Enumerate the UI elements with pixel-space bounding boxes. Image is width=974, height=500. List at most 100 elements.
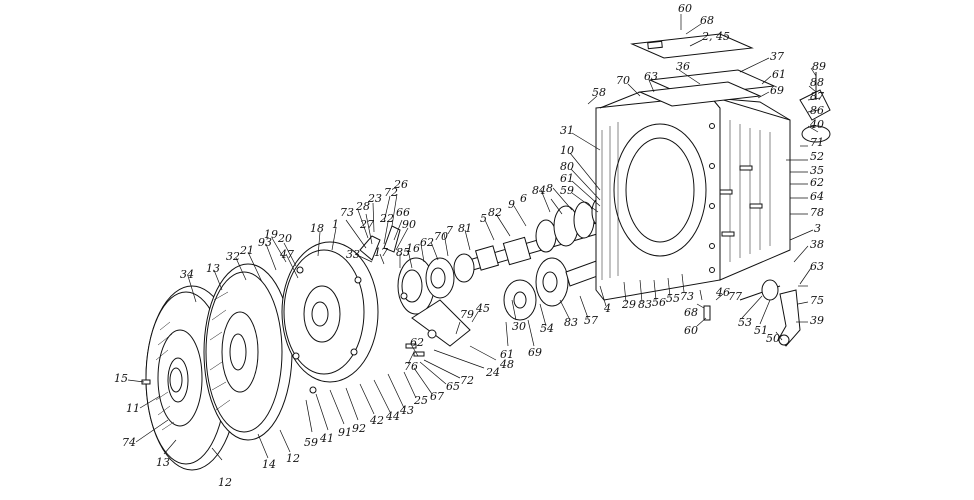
callout-label: 57: [584, 314, 598, 327]
callout-labels: 60 68 2, 45 37 36 61 69 89 88 87 86 40 5…: [114, 2, 826, 489]
callout-label: 16: [406, 242, 420, 255]
callout-label: 73: [340, 206, 354, 219]
callout-label: 70: [616, 74, 630, 87]
callout-label: 4: [603, 302, 611, 315]
callout-label: 52: [810, 150, 824, 163]
callout-label: 19: [264, 228, 278, 241]
callout-label: 66: [396, 206, 410, 219]
callout-label: 59: [560, 184, 574, 197]
callout-label: 54: [540, 322, 554, 335]
callout-label: 31: [560, 124, 574, 137]
callout-label: 81: [458, 222, 472, 235]
callout-label: 92: [352, 422, 366, 435]
leader-lines: [127, 14, 821, 461]
callout-label: 21: [239, 244, 254, 257]
callout-label: 56: [652, 296, 666, 309]
callout-label: 15: [114, 372, 128, 385]
callout-label: 87: [810, 90, 824, 103]
callout-label: 83: [638, 298, 652, 311]
callout-label: 62: [420, 236, 434, 249]
callout-label: 68: [700, 14, 714, 27]
callout-label: 51: [754, 324, 768, 337]
callout-label: 85: [396, 246, 410, 259]
callout-label: 38: [810, 238, 824, 251]
callout-label: 43: [399, 404, 414, 417]
callout-label: 72: [384, 186, 398, 199]
callout-label: 83: [564, 316, 578, 329]
callout-label: 40: [809, 118, 824, 131]
callout-label: 90: [402, 218, 416, 231]
callout-label: 26: [393, 178, 408, 191]
callout-label: 34: [180, 268, 194, 281]
callout-label: 93: [258, 236, 272, 249]
callout-label: 67: [430, 390, 444, 403]
callout-label: 75: [810, 294, 824, 307]
callout-label: 71: [810, 136, 824, 149]
callout-label: 86: [810, 104, 824, 117]
callout-label: 17: [374, 246, 388, 259]
callout-label: 18: [310, 222, 324, 235]
callout-label: 58: [592, 86, 606, 99]
callout-label: 6: [520, 192, 527, 205]
callout-label: 22: [379, 212, 394, 225]
callout-label: 12: [218, 476, 232, 489]
callout-label: 30: [512, 320, 526, 333]
callout-label: 5: [480, 212, 487, 225]
callout-label: 78: [810, 206, 824, 219]
callout-label: 63: [644, 70, 658, 83]
callout-label: 72: [460, 374, 474, 387]
callout-label: 11: [126, 402, 140, 415]
callout-label: 53: [738, 316, 752, 329]
callout-label: 82: [488, 206, 502, 219]
callout-label: 88: [810, 76, 824, 89]
callout-label: 10: [560, 144, 574, 157]
callout-label: 68: [684, 306, 698, 319]
callout-label: 33: [346, 248, 360, 261]
callout-label: 70: [434, 230, 448, 243]
callout-label: 64: [810, 190, 824, 203]
callout-label: 60: [684, 324, 698, 337]
callout-label: 65: [446, 380, 460, 393]
callout-label: 61: [772, 68, 786, 81]
callout-label: 80: [560, 160, 574, 173]
callout-label: 91: [338, 426, 352, 439]
callout-label: 28: [355, 200, 370, 213]
callout-label: 61: [560, 172, 574, 185]
callout-label: 55: [666, 292, 680, 305]
callout-label: 20: [277, 232, 292, 245]
callout-label: 27: [359, 218, 374, 231]
callout-label: 25: [413, 394, 428, 407]
callout-label: 14: [262, 458, 276, 471]
callout-label: 36: [676, 60, 690, 73]
callout-label: 45: [475, 302, 490, 315]
callout-label: 8: [546, 182, 553, 195]
callout-label: 46: [715, 286, 730, 299]
callout-label: 44: [385, 410, 400, 423]
callout-label: 79: [460, 308, 474, 321]
callout-label: 32: [226, 250, 240, 263]
callout-label: 48: [499, 358, 514, 371]
callout-label: 76: [404, 360, 418, 373]
callout-label: 74: [122, 436, 136, 449]
callout-label: 35: [810, 164, 824, 177]
callout-label: 69: [770, 84, 784, 97]
callout-label: 13: [206, 262, 220, 275]
callout-label: 77: [728, 290, 742, 303]
callout-label: 62: [410, 336, 424, 349]
callout-label: 24: [485, 366, 500, 379]
callout-label: 13: [156, 456, 170, 469]
callout-label: 69: [528, 346, 542, 359]
callout-label: 12: [286, 452, 300, 465]
callout-label: 59: [304, 436, 318, 449]
callout-label: 37: [770, 50, 784, 63]
callout-label: 2, 45: [701, 30, 730, 43]
callout-label: 39: [810, 314, 824, 327]
callout-label: 9: [508, 198, 515, 211]
callout-label: 50: [766, 332, 780, 345]
callout-label: 60: [678, 2, 692, 15]
callout-label: 89: [812, 60, 826, 73]
callout-label: 42: [369, 414, 384, 427]
callout-label: 1: [332, 218, 339, 231]
callout-label: 47: [279, 248, 294, 261]
